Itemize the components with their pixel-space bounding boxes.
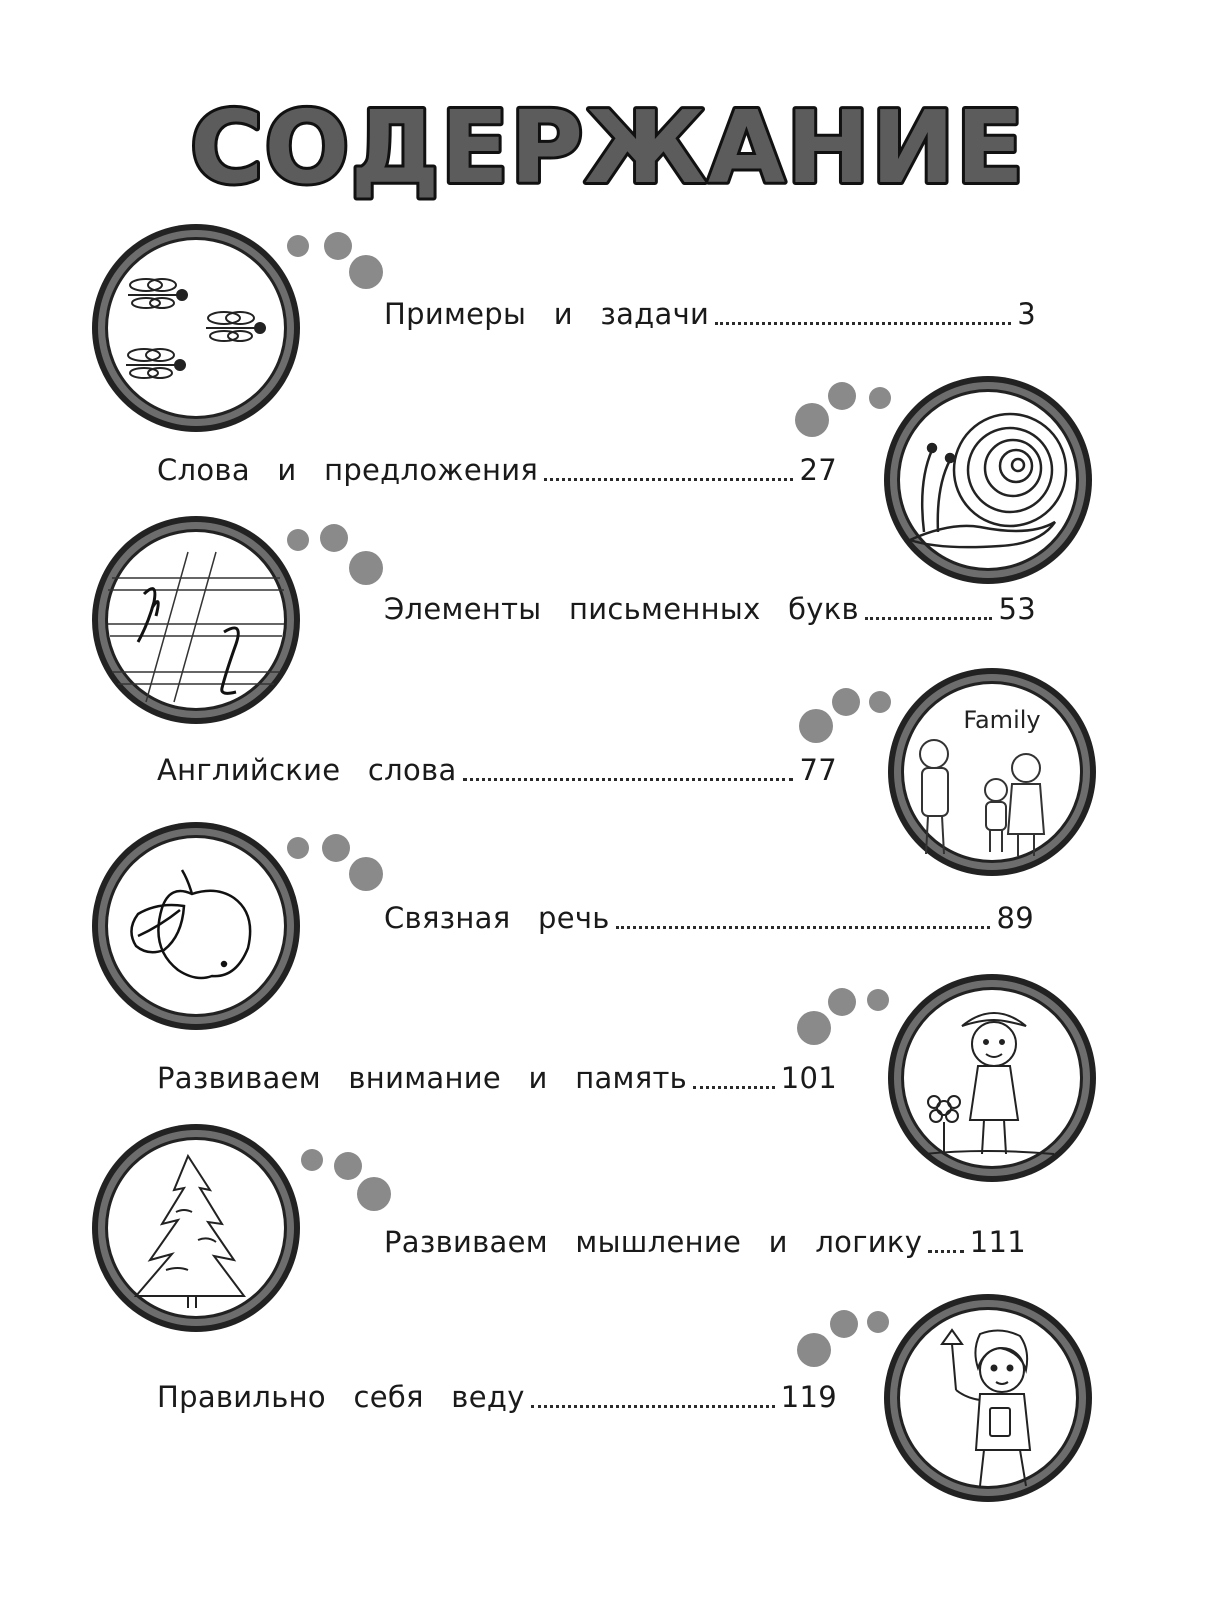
toc-dot-leader xyxy=(928,1249,964,1253)
decorative-dots xyxy=(287,524,383,585)
toc-entry-page: 111 xyxy=(969,1225,1026,1259)
toc-entry-label: Элементы письменных букв xyxy=(384,592,859,626)
toc-entry-page: 89 xyxy=(996,901,1034,935)
decorative-dots xyxy=(799,688,891,743)
toc-entry-label: Слова и предложения xyxy=(157,453,539,487)
decorative-dots xyxy=(301,1149,391,1211)
girl-with-ice-cream-icon xyxy=(940,1328,1032,1487)
toc-entry-page: 101 xyxy=(780,1061,837,1095)
medallion-girl-ice-cream xyxy=(884,1294,1092,1502)
toc-dot-leader xyxy=(864,616,993,620)
toc-entry-label: Английские слова xyxy=(157,753,457,787)
medallion-apple xyxy=(92,822,300,1030)
toc-entry-page: 27 xyxy=(799,453,837,487)
toc-dot-leader xyxy=(462,777,794,781)
toc-entry[interactable]: Английские слова 77 xyxy=(157,748,837,792)
toc-entry-label: Развиваем мышление и логику xyxy=(384,1225,923,1259)
handwriting-letters-icon xyxy=(108,551,284,703)
toc-entry-page: 119 xyxy=(780,1380,837,1414)
toc-entry[interactable]: Связная речь 89 xyxy=(384,896,1034,940)
apple-icon xyxy=(130,869,252,980)
dragonflies-icon xyxy=(126,278,266,379)
page-title: СОДЕРЖАНИЕ xyxy=(0,86,1219,209)
medallion-family: Family xyxy=(888,668,1096,876)
decorative-dots xyxy=(797,1310,889,1367)
girl-with-flowers-icon xyxy=(923,1012,1055,1155)
toc-entry[interactable]: Правильно себя веду 119 xyxy=(157,1375,837,1419)
toc-entry[interactable]: Примеры и задачи 3 xyxy=(384,292,1036,336)
toc-entry[interactable]: Элементы письменных букв 53 xyxy=(384,587,1036,631)
toc-entry-page: 77 xyxy=(799,753,837,787)
medallion-snail xyxy=(884,376,1092,584)
toc-entry-label: Развиваем внимание и память xyxy=(157,1061,688,1095)
toc-entry-page: 53 xyxy=(998,592,1036,626)
family-icon xyxy=(919,739,1046,856)
snail-icon xyxy=(906,412,1068,549)
toc-entry-label: Связная речь xyxy=(384,901,610,935)
toc-entry[interactable]: Развиваем внимание и память 101 xyxy=(157,1056,837,1100)
medallion-fir-tree xyxy=(92,1124,300,1332)
decorative-dots xyxy=(797,988,889,1045)
family-caption: Family xyxy=(963,706,1040,734)
medallion-dragonflies xyxy=(92,224,300,432)
toc-entry[interactable]: Развиваем мышление и логику 111 xyxy=(384,1220,1026,1264)
toc-entry-label: Правильно себя веду xyxy=(157,1380,525,1414)
decorative-dots xyxy=(287,834,383,891)
medallion-girl-flowers xyxy=(888,974,1096,1182)
toc-dot-leader xyxy=(715,321,1012,325)
toc-dot-leader xyxy=(693,1085,775,1089)
toc-entry[interactable]: Слова и предложения 27 xyxy=(157,448,837,492)
toc-dot-leader xyxy=(544,477,794,481)
decorative-dots xyxy=(287,232,383,289)
medallion-handwriting xyxy=(92,516,300,724)
toc-dot-leader xyxy=(530,1404,775,1408)
fir-tree-icon xyxy=(133,1153,246,1308)
toc-dot-leader xyxy=(615,925,991,929)
page-title-graphic: СОДЕРЖАНИЕ xyxy=(187,86,1027,209)
decorative-dots xyxy=(795,382,891,437)
toc-entry-label: Примеры и задачи xyxy=(384,297,710,331)
page-title-text: СОДЕРЖАНИЕ xyxy=(190,89,1030,206)
toc-entry-page: 3 xyxy=(1017,297,1036,331)
